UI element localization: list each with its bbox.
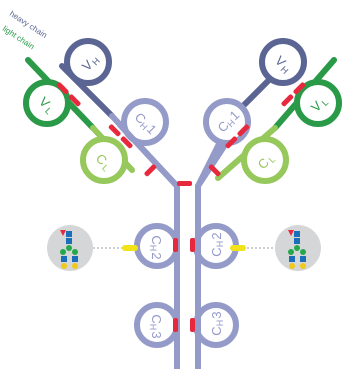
svg-text:H: H <box>279 64 291 76</box>
svg-text:L: L <box>320 97 331 108</box>
svg-text:H: H <box>90 56 102 68</box>
glycan-blue-square-icon <box>294 231 300 237</box>
glycan-yellow-circle-icon <box>72 263 78 269</box>
cl-right-domain <box>241 136 289 184</box>
glycan-right <box>230 225 321 271</box>
disulfide-bond <box>225 136 238 149</box>
domain-loops <box>23 38 342 348</box>
glycan-red-triangle-icon <box>288 230 294 236</box>
glycan-attachment-bond <box>122 245 138 251</box>
disulfide-bond <box>281 94 294 107</box>
disulfide-bond <box>173 318 178 332</box>
glycan-blue-square-icon <box>294 238 300 244</box>
glycan-blue-square-icon <box>300 256 306 262</box>
heavy-chain-left-overlay <box>117 122 180 189</box>
svg-text:H: H <box>215 241 225 248</box>
svg-text:H: H <box>148 245 158 252</box>
glycan-red-triangle-icon <box>60 230 66 236</box>
disulfide-bond <box>190 238 195 252</box>
svg-text:H: H <box>148 324 158 331</box>
glycan-left <box>47 225 138 271</box>
disulfide-bond <box>173 238 178 252</box>
svg-text:H: H <box>215 320 225 327</box>
vh-right-domain <box>259 38 307 86</box>
glycan-green-circle-icon <box>300 249 306 255</box>
hinge-disulfide-bond <box>177 181 192 186</box>
disulfide-bond <box>293 82 306 95</box>
ch2-right-label: C H 2 <box>209 232 226 256</box>
glycan-green-circle-icon <box>288 249 294 255</box>
fc-stem <box>174 186 201 369</box>
disulfide-bond <box>56 82 69 95</box>
svg-text:C: C <box>209 326 224 335</box>
svg-text:3: 3 <box>209 311 224 318</box>
vh-left-domain <box>64 38 112 86</box>
glycan-blue-square-icon <box>72 256 78 262</box>
glycan-attachment-bond <box>230 245 246 251</box>
glycan-yellow-circle-icon <box>300 263 306 269</box>
disulfide-bonds <box>56 82 306 332</box>
ch1-left-domain <box>121 98 169 146</box>
svg-text:H: H <box>138 120 150 132</box>
glycan-green-circle-icon <box>60 249 66 255</box>
ch3-right-label: C H 3 <box>209 311 226 335</box>
disulfide-bond <box>237 124 250 137</box>
glycan-green-circle-icon <box>66 245 72 251</box>
svg-text:C: C <box>209 247 224 256</box>
glycan-yellow-circle-icon <box>289 263 295 269</box>
vl-right-domain <box>294 79 342 127</box>
disulfide-bond <box>68 94 81 107</box>
svg-text:C: C <box>150 314 165 323</box>
svg-text:3: 3 <box>150 331 165 338</box>
vl-left-domain <box>23 79 71 127</box>
svg-text:H: H <box>225 118 237 130</box>
disulfide-bond <box>108 124 121 137</box>
ch3-left-label: C H 3 <box>148 314 165 338</box>
svg-text:C: C <box>150 235 165 244</box>
disulfide-bond <box>208 164 221 177</box>
svg-text:2: 2 <box>150 252 165 259</box>
svg-text:L: L <box>100 163 111 174</box>
glycan-blue-square-icon <box>66 238 72 244</box>
glycan-yellow-circle-icon <box>61 263 67 269</box>
glycan-blue-square-icon <box>61 256 67 262</box>
svg-text:L: L <box>267 154 278 165</box>
disulfide-bond <box>120 136 133 149</box>
glycan-green-circle-icon <box>72 249 78 255</box>
ch2-left-label: C H 2 <box>148 235 165 259</box>
glycan-blue-square-icon <box>289 256 295 262</box>
cl-left-domain <box>80 136 128 184</box>
disulfide-bond <box>144 164 157 177</box>
glycan-green-circle-icon <box>294 245 300 251</box>
svg-text:L: L <box>43 106 54 117</box>
svg-text:2: 2 <box>209 232 224 239</box>
glycan-blue-square-icon <box>66 231 72 237</box>
disulfide-bond <box>190 318 195 332</box>
